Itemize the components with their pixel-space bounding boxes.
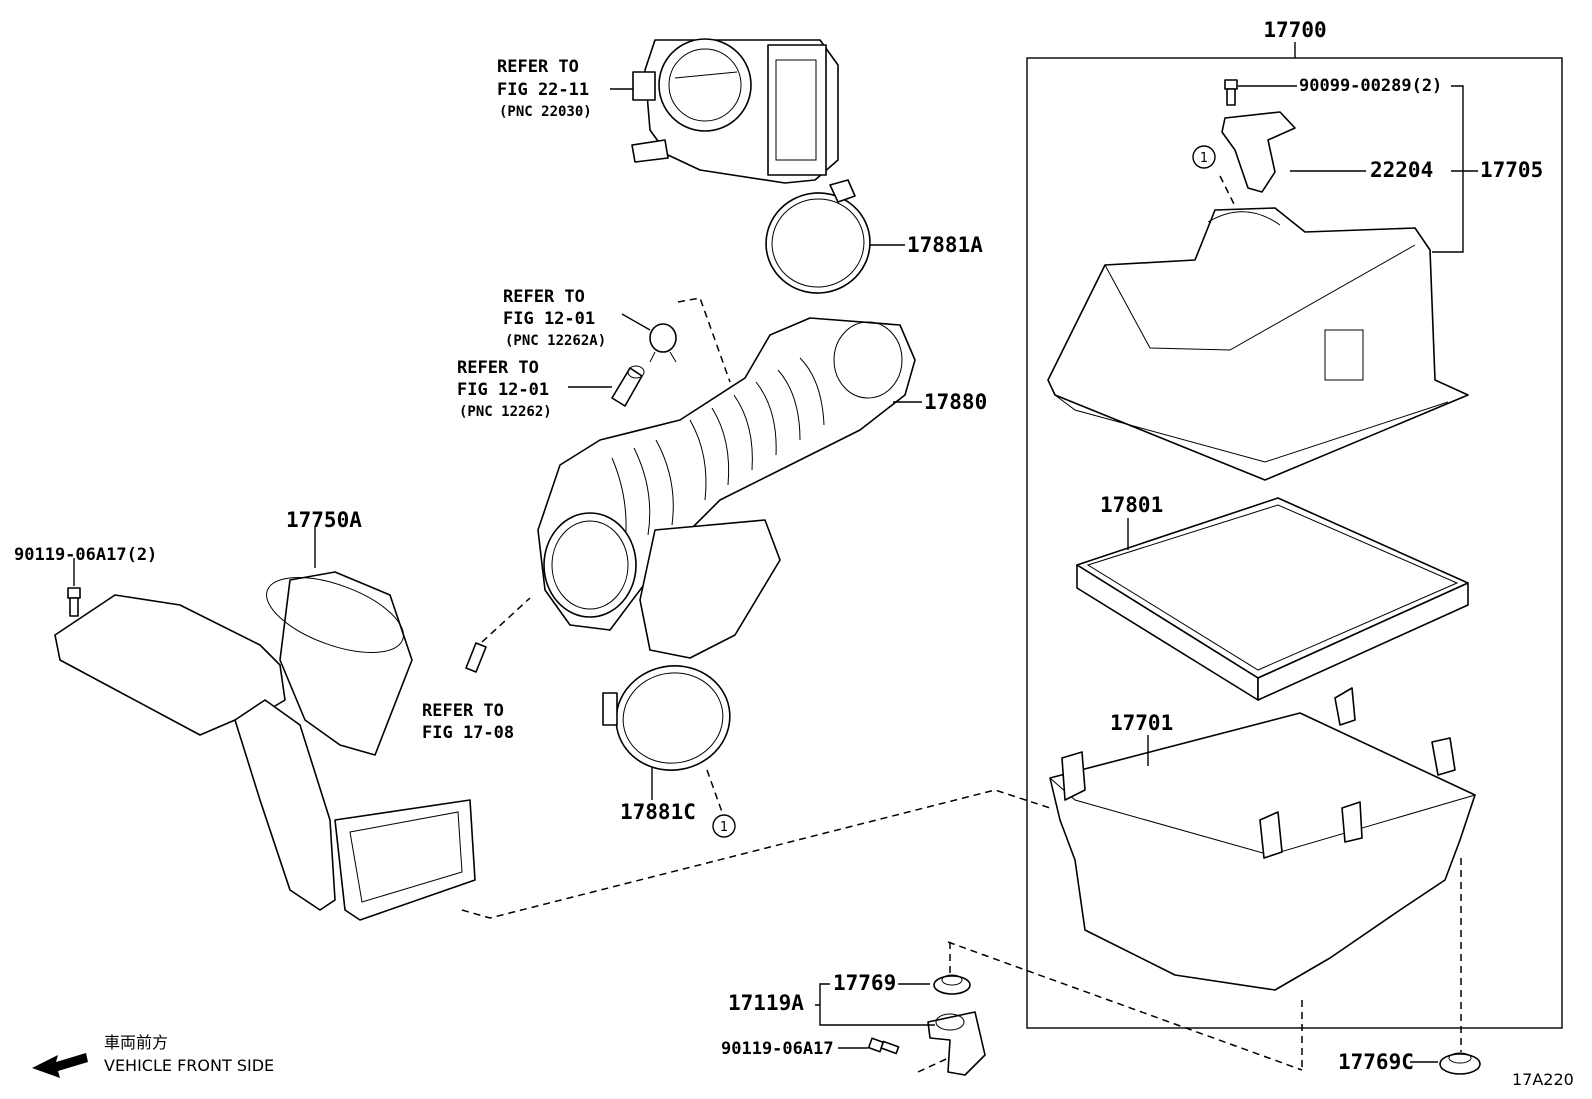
callout-1-top: 1 (1200, 151, 1208, 166)
legend-en: VEHICLE FRONT SIDE (104, 1056, 274, 1075)
label-90119-a: 90119-06A17(2) (14, 545, 157, 565)
filter-17801 (1076, 497, 1469, 701)
label-17769C: 17769C (1338, 1050, 1414, 1074)
pipe-17-08 (465, 642, 487, 673)
ref-fig12b-line2: FIG 12-01 (457, 380, 549, 400)
throttle-body (631, 38, 839, 184)
grommet-12262A (649, 323, 677, 363)
bolt-90119-a (67, 587, 81, 617)
label-17801: 17801 (1100, 493, 1163, 517)
dashed-bracket (917, 1054, 956, 1073)
cushion-17769 (933, 974, 971, 995)
duct-17750A (54, 571, 476, 921)
dashed-12262A (677, 297, 731, 383)
label-17705: 17705 (1480, 158, 1543, 182)
pipe-12262 (611, 365, 645, 407)
label-17769: 17769 (833, 971, 896, 995)
dashed-duct-case (461, 789, 1051, 919)
clamp-17881C (602, 665, 731, 771)
callout-circle-1-bottom (712, 814, 736, 838)
ref-fig12a-line2: FIG 12-01 (503, 309, 595, 329)
label-17750A: 17750A (286, 508, 362, 532)
label-17881A: 17881A (907, 233, 983, 257)
bolt-90119-b (867, 1037, 900, 1055)
dashed-17-08 (481, 597, 531, 643)
label-17700: 17700 (1263, 18, 1326, 42)
figure-code: 17A220 (1512, 1070, 1574, 1089)
label-90119-b: 90119-06A17 (721, 1039, 834, 1059)
ref-fig12a-line1: REFER TO (503, 287, 585, 307)
label-17701: 17701 (1110, 711, 1173, 735)
legend-jp: 車両前方 (104, 1033, 168, 1052)
ref-fig12b-line1: REFER TO (457, 358, 539, 378)
ref-fig17-line2: FIG 17-08 (422, 723, 514, 743)
leader-17119A (815, 983, 935, 1026)
ref-fig12a-line3: (PNC 12262A) (505, 333, 606, 349)
label-22204: 22204 (1370, 158, 1433, 182)
hose-17880 (537, 317, 916, 659)
ref-fig22-line1: REFER TO (497, 57, 579, 77)
bracket-17705 (1432, 85, 1464, 253)
label-17119A: 17119A (728, 991, 804, 1015)
cap-22204 (1221, 111, 1296, 193)
vehicle-front-arrow-icon (32, 1053, 88, 1078)
dashed-callout-a (706, 769, 723, 813)
ref-fig22-line2: FIG 22-11 (497, 80, 589, 100)
case-17701 (1049, 687, 1476, 991)
ref-fig22-line3: (PNC 22030) (499, 104, 592, 120)
dashed-cushion-17769 (947, 941, 1303, 1071)
label-17880: 17880 (924, 390, 987, 414)
leader-fig12a (621, 313, 651, 331)
bolt-90099 (1224, 79, 1238, 106)
ref-fig17-line1: REFER TO (422, 701, 504, 721)
cover-17705 (1047, 207, 1469, 481)
bracket-17119A (927, 1011, 986, 1076)
dashed-callout-b (1219, 175, 1236, 207)
cushion-17769C (1439, 1052, 1481, 1075)
callout-1-bottom: 1 (720, 820, 728, 835)
label-90099: 90099-00289(2) (1299, 76, 1442, 96)
callout-circle-1-top (1192, 145, 1216, 169)
clamp-17881A (765, 179, 871, 294)
ref-fig12b-line3: (PNC 12262) (459, 404, 552, 420)
label-17881C: 17881C (620, 800, 696, 824)
